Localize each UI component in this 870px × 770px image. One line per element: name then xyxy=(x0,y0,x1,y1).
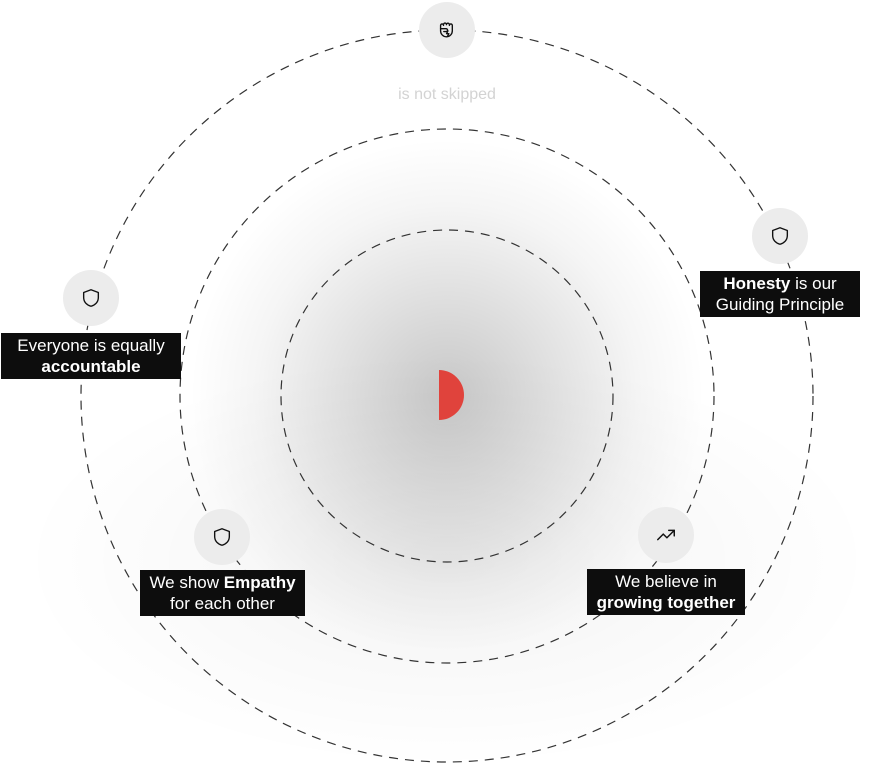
honesty-line2: Guiding Principle xyxy=(715,295,845,314)
honesty-rest: is our xyxy=(790,274,837,293)
top-caption: is not skipped xyxy=(398,86,496,103)
accountable-bold: accountable xyxy=(41,357,141,376)
brand-logo-half-disc xyxy=(439,370,464,420)
shield-icon xyxy=(213,528,231,546)
shield-icon xyxy=(82,289,100,307)
honesty-label: Honesty is our Guiding Principle xyxy=(700,271,860,317)
inner-orbit-ring xyxy=(280,229,614,563)
accountable-bubble xyxy=(63,270,119,326)
empathy-line2: for each other xyxy=(170,594,275,613)
trending-up-icon xyxy=(657,529,675,541)
growing-bubble xyxy=(638,507,694,563)
growing-bold: growing together xyxy=(596,593,736,612)
shield-icon xyxy=(771,227,789,245)
fist-icon xyxy=(439,22,454,38)
empathy-label: We show Empathy for each other xyxy=(140,570,305,616)
accountable-line1: Everyone is equally xyxy=(17,336,165,355)
empathy-pre: We show xyxy=(149,573,224,592)
empathy-bubble xyxy=(194,509,250,565)
honesty-bold: Honesty xyxy=(723,274,791,293)
empathy-bold: Empathy xyxy=(223,573,296,592)
honesty-bubble xyxy=(752,208,808,264)
middle-orbit-ring xyxy=(179,128,715,664)
growing-label: We believe in growing together xyxy=(587,569,745,615)
accountable-label: Everyone is equally accountable xyxy=(1,333,181,379)
outer-orbit-ring xyxy=(80,29,814,763)
growing-line1: We believe in xyxy=(615,572,717,591)
background-shadow xyxy=(17,350,870,770)
fist-bubble xyxy=(419,2,475,58)
